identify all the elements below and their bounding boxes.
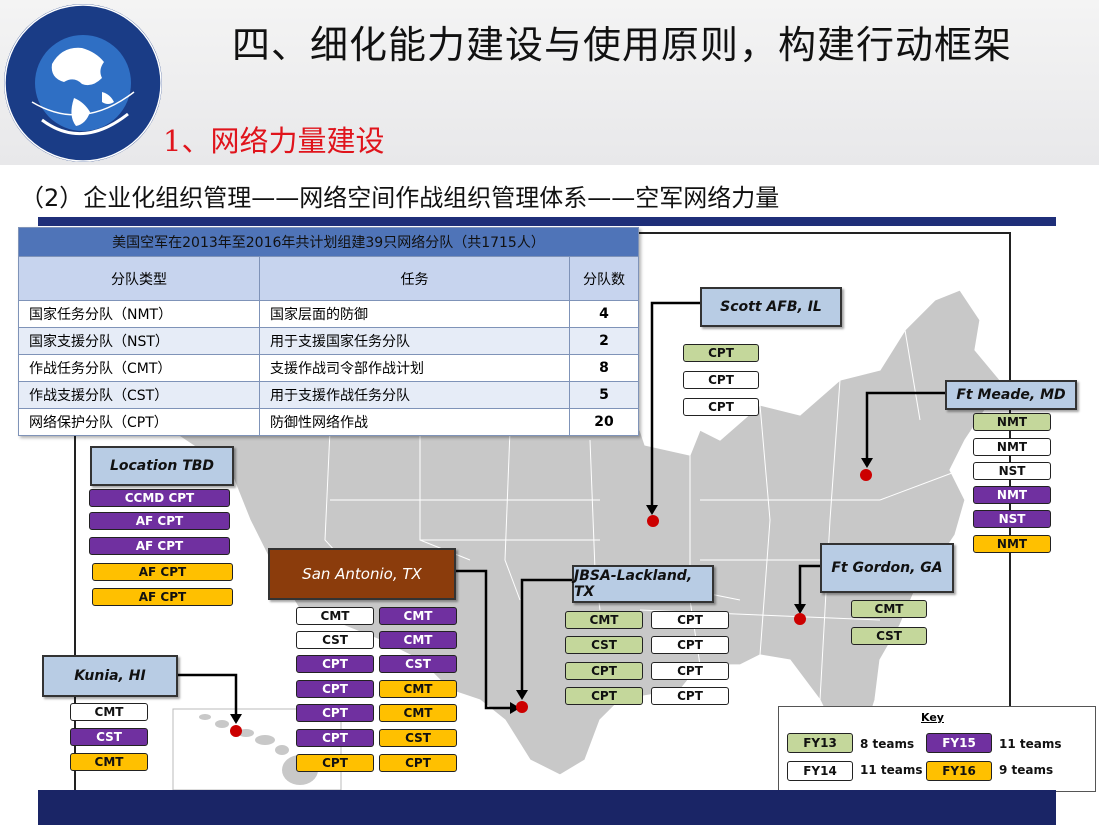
table-row: 国家任务分队（NMT） 国家层面的防御 4: [18, 300, 639, 328]
page-title: 四、细化能力建设与使用原则，构建行动框架: [232, 23, 1013, 67]
team-badge: CMT: [851, 600, 927, 618]
table-cell-type: 网络保护分队（CPT）: [18, 408, 260, 436]
table-cell-mission: 国家层面的防御: [259, 300, 570, 328]
team-badge: CMT: [379, 680, 457, 698]
team-badge: AF CPT: [89, 512, 230, 530]
table-cell-count: 20: [569, 408, 639, 436]
team-badge: CPT: [651, 662, 729, 680]
kisds-logo: [4, 4, 162, 162]
table-cell-mission: 用于支援国家任务分队: [259, 327, 570, 355]
team-badge: CPT: [296, 704, 374, 722]
team-badge: AF CPT: [92, 563, 233, 581]
team-badge: AF CPT: [92, 588, 233, 606]
location-ft-meade: Ft Meade, MD: [945, 380, 1077, 410]
team-badge: CPT: [565, 662, 643, 680]
legend-key: Key FY13 8 teams FY15 11 teams FY14 11 t…: [778, 706, 1096, 792]
table-row: 网络保护分队（CPT） 防御性网络作战 20: [18, 408, 639, 436]
header-band: [0, 0, 1099, 165]
team-badge: CPT: [683, 344, 759, 362]
location-jbsa-lackland: JBSA-Lackland, TX: [572, 565, 714, 603]
team-badge: CST: [379, 655, 457, 673]
table-caption: 美国空军在2013年至2016年共计划组建39只网络分队（共1715人）: [18, 227, 639, 257]
cyber-teams-table: 美国空军在2013年至2016年共计划组建39只网络分队（共1715人） 分队类…: [18, 227, 639, 436]
table-cell-type: 国家支援分队（NST）: [18, 327, 260, 355]
team-badge: CCMD CPT: [89, 489, 230, 507]
team-badge: CPT: [651, 636, 729, 654]
team-badge: CPT: [296, 655, 374, 673]
legend-text: 11 teams: [999, 737, 1062, 751]
team-badge: CPT: [651, 611, 729, 629]
team-badge: NST: [973, 462, 1051, 480]
table-cell-type: 作战任务分队（CMT）: [18, 354, 260, 382]
legend-swatch-fy15: FY15: [926, 733, 992, 753]
team-badge: CPT: [683, 398, 759, 416]
location-markers: [230, 469, 872, 737]
legend-swatch-fy16: FY16: [926, 761, 992, 781]
sub-title: 1、网络力量建设: [163, 124, 385, 158]
team-badge: CMT: [379, 607, 457, 625]
team-badge: CST: [379, 729, 457, 747]
table-cell-type: 作战支援分队（CST）: [18, 381, 260, 409]
table-cell-type: 国家任务分队（NMT）: [18, 300, 260, 328]
team-badge: CPT: [296, 729, 374, 747]
team-badge: AF CPT: [89, 537, 230, 555]
team-badge: CST: [851, 627, 927, 645]
team-badge: CMT: [379, 631, 457, 649]
team-badge: NMT: [973, 438, 1051, 456]
team-badge: CMT: [296, 607, 374, 625]
table-cell-count: 5: [569, 381, 639, 409]
team-badge: CPT: [379, 754, 457, 772]
team-badge: NMT: [973, 486, 1051, 504]
legend-text: 9 teams: [999, 763, 1054, 777]
table-row: 作战任务分队（CMT） 支援作战司令部作战计划 8: [18, 354, 639, 382]
table-cell-mission: 防御性网络作战: [259, 408, 570, 436]
connector-lines: [176, 301, 945, 722]
table-cell-count: 2: [569, 327, 639, 355]
table-header-count: 分队数: [569, 256, 639, 301]
location-ft-gordon: Ft Gordon, GA: [820, 543, 954, 593]
team-badge: NST: [973, 510, 1051, 528]
legend-swatch-fy13: FY13: [787, 733, 853, 753]
table-cell-count: 4: [569, 300, 639, 328]
table-row: 作战支援分队（CST） 用于支援作战任务分队 5: [18, 381, 639, 409]
team-badge: CMT: [70, 753, 148, 771]
bottom-bar: [38, 790, 1056, 825]
team-badge: CMT: [70, 703, 148, 721]
table-header-mission: 任务: [259, 256, 570, 301]
location-san-antonio: San Antonio, TX: [268, 548, 456, 600]
arrow-heads: [230, 458, 873, 724]
team-badge: CPT: [651, 687, 729, 705]
team-badge: CPT: [296, 680, 374, 698]
team-badge: CMT: [565, 611, 643, 629]
location-tbd: Location TBD: [90, 446, 234, 486]
team-badge: CST: [296, 631, 374, 649]
team-badge: CPT: [296, 754, 374, 772]
legend-text: 11 teams: [860, 763, 923, 777]
team-badge: CST: [70, 728, 148, 746]
hawaii-islands: [199, 714, 318, 785]
location-kunia: Kunia, HI: [42, 655, 178, 697]
table-cell-mission: 用于支援作战任务分队: [259, 381, 570, 409]
table-cell-mission: 支援作战司令部作战计划: [259, 354, 570, 382]
team-badge: CPT: [565, 687, 643, 705]
table-cell-count: 8: [569, 354, 639, 382]
team-badge: CPT: [683, 371, 759, 389]
legend-swatch-fy14: FY14: [787, 761, 853, 781]
legend-text: 8 teams: [860, 737, 915, 751]
table-header-type: 分队类型: [18, 256, 260, 301]
top-divider-bar: [38, 217, 1056, 226]
team-badge: NMT: [973, 535, 1051, 553]
location-scott-afb: Scott AFB, IL: [700, 287, 842, 327]
table-row: 国家支援分队（NST） 用于支援国家任务分队 2: [18, 327, 639, 355]
legend-title: Key: [921, 711, 944, 724]
section-title: （2）企业化组织管理——网络空间作战组织管理体系——空军网络力量: [20, 184, 780, 212]
team-badge: CMT: [379, 704, 457, 722]
team-badge: CST: [565, 636, 643, 654]
team-badge: NMT: [973, 413, 1051, 431]
